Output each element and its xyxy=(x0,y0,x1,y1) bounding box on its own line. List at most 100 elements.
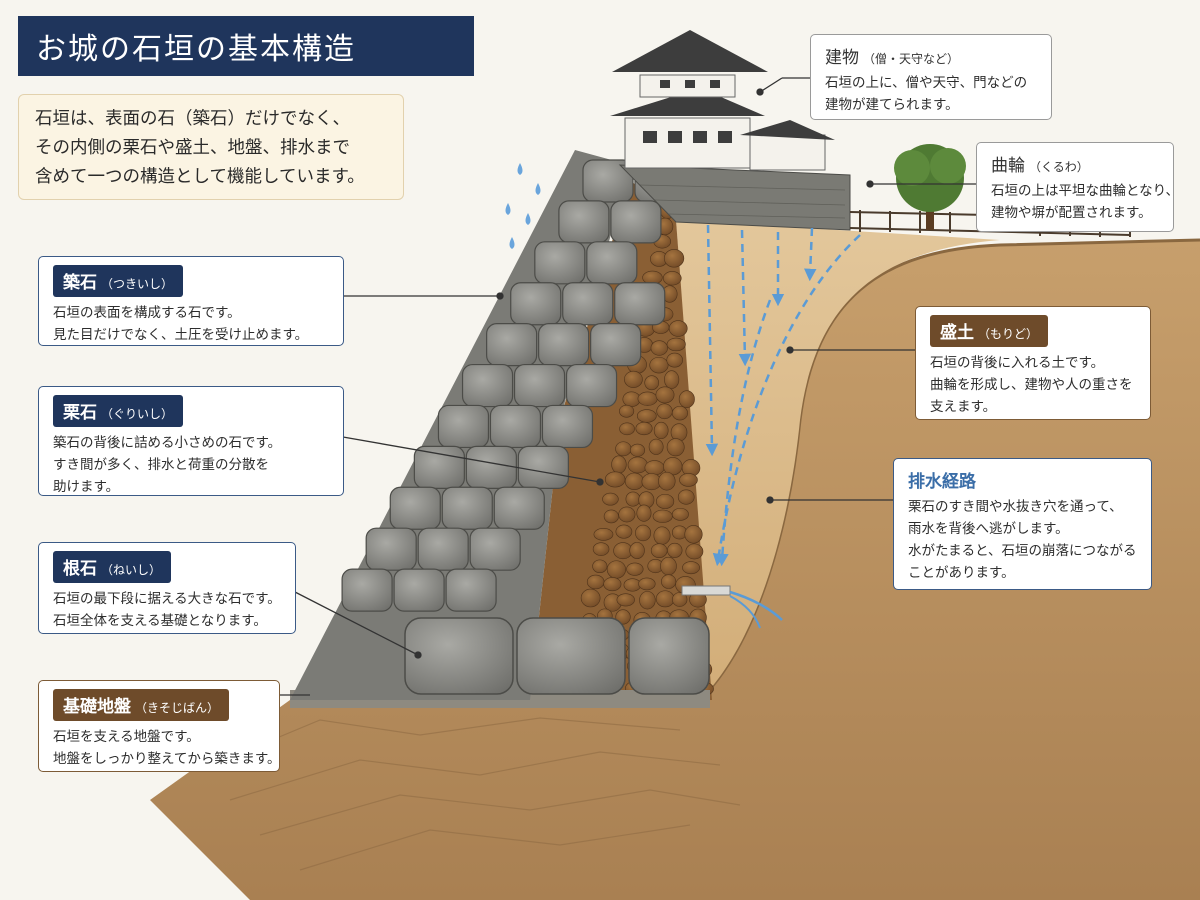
pebble xyxy=(618,506,636,523)
label-tag: 栗石（ぐりいし） xyxy=(53,395,184,427)
label-tag: 基礎地盤（きそじばん） xyxy=(53,689,230,721)
pebble xyxy=(649,356,669,374)
pebble xyxy=(653,526,671,545)
label-text: 築石の背後に詰める小さめの石です。 xyxy=(53,435,282,451)
label-text: 石垣の上は平坦な曲輪となり、 xyxy=(991,183,1180,199)
label-heading: 建物（僧・天守など） xyxy=(825,43,1037,68)
face-stone xyxy=(614,282,666,326)
pebble xyxy=(644,460,665,476)
label-reading: （もりど） xyxy=(978,327,1039,341)
pebble xyxy=(682,561,700,575)
face-stone xyxy=(465,445,517,489)
face-stone xyxy=(486,323,538,367)
pebble xyxy=(603,509,619,524)
pebble xyxy=(679,473,698,487)
pebble xyxy=(592,559,608,574)
weep-hole-pipe xyxy=(681,585,783,629)
pebble xyxy=(667,542,683,558)
label-tag: 根石（ねいし） xyxy=(53,551,172,583)
label-name: 盛土 xyxy=(940,323,974,343)
label-name: 基礎地盤 xyxy=(63,697,131,717)
rain-drops xyxy=(505,163,541,249)
pebble xyxy=(685,543,704,560)
face-stone xyxy=(417,527,469,571)
pebble xyxy=(638,577,656,591)
face-stone xyxy=(541,404,594,449)
pebble xyxy=(656,403,673,420)
pebble xyxy=(655,386,675,404)
pebble xyxy=(624,370,643,388)
label-text: 石垣の上に、僧や天守、門などの xyxy=(825,75,1028,91)
label-text: 栗石のすき間や水抜き穴を通って、 xyxy=(908,499,1123,515)
pebble xyxy=(627,456,648,474)
label-text: 曲輪を形成し、建物や人の重さを xyxy=(930,377,1133,393)
leader-lines xyxy=(280,77,976,696)
label-tatemono: 建物（僧・天守など） 石垣の上に、僧や天守、門などの 建物が建てられます。 xyxy=(810,34,1052,120)
label-name: 築石 xyxy=(63,273,97,293)
intro-line: 含めて一つの構造として機能しています。 xyxy=(35,167,365,187)
pebble xyxy=(684,525,703,544)
label-tag: 築石（つきいし） xyxy=(53,265,184,297)
label-morido: 盛土（もりど） 石垣の背後に入れる土です。 曲輪を形成し、建物や人の重さを 支え… xyxy=(915,306,1151,420)
label-text: 建物が建てられます。 xyxy=(825,97,959,113)
pebble xyxy=(611,455,627,474)
pebble xyxy=(629,443,646,457)
face-stone xyxy=(445,568,497,612)
face-stone xyxy=(437,404,490,449)
face-stone xyxy=(413,445,465,489)
root-stones-neishi xyxy=(404,617,710,695)
face-stone xyxy=(590,323,642,367)
face-stone xyxy=(510,282,562,326)
foundation-ground xyxy=(199,717,741,871)
label-reading: （くるわ） xyxy=(1029,160,1089,174)
pebble xyxy=(619,422,635,436)
face-stone xyxy=(441,486,493,530)
pebble xyxy=(639,591,656,610)
label-tag: 盛土 （もりど） xyxy=(930,315,1049,347)
pebble xyxy=(671,507,689,521)
pebble xyxy=(671,525,688,540)
pebble xyxy=(644,375,660,391)
pebble xyxy=(666,438,685,457)
label-text: 石垣の最下段に据える大きな石です。 xyxy=(53,591,281,607)
label-text: 支えます。 xyxy=(930,399,997,415)
pebble xyxy=(677,489,695,505)
label-reading: （ぐりいし） xyxy=(101,407,174,421)
face-stone xyxy=(562,282,614,326)
face-stone xyxy=(534,241,586,285)
pebble xyxy=(678,390,695,409)
pebble xyxy=(616,593,635,607)
pebble xyxy=(658,471,676,491)
pebble xyxy=(615,524,633,539)
pebble xyxy=(637,391,658,406)
pebble xyxy=(650,543,668,558)
intro-line: その内側の栗石や盛土、地盤、排水まで xyxy=(35,138,350,158)
pebble xyxy=(648,438,664,455)
pebble xyxy=(615,441,632,457)
face-stone xyxy=(341,568,393,612)
label-name: 根石 xyxy=(63,559,97,579)
label-name: 建物 xyxy=(825,48,859,68)
pebble xyxy=(660,556,677,576)
face-stone xyxy=(586,241,638,285)
label-text: ことがあります。 xyxy=(908,565,1015,581)
face-stone xyxy=(517,445,569,489)
pebble xyxy=(672,592,688,607)
pebble xyxy=(619,404,635,418)
label-text: 石垣の表面を構成する石です。 xyxy=(53,305,241,321)
pebble xyxy=(663,249,685,268)
face-stone xyxy=(610,200,662,244)
drainage-arrows xyxy=(705,224,861,567)
face-stone xyxy=(461,363,514,408)
pebble xyxy=(626,562,644,576)
pebble xyxy=(604,471,626,488)
label-text: 建物や塀が配置されます。 xyxy=(991,205,1152,221)
pebble xyxy=(624,472,644,490)
page-title: お城の石垣の基本構造 xyxy=(18,16,474,76)
pebble xyxy=(602,492,619,506)
pebble xyxy=(636,504,652,522)
pebble xyxy=(615,609,631,625)
intro-box: 石垣は、表面の石（築石）だけでなく、 その内側の栗石や盛土、地盤、排水まで 含め… xyxy=(18,94,404,200)
pebble xyxy=(635,421,653,436)
pebble xyxy=(636,409,657,423)
